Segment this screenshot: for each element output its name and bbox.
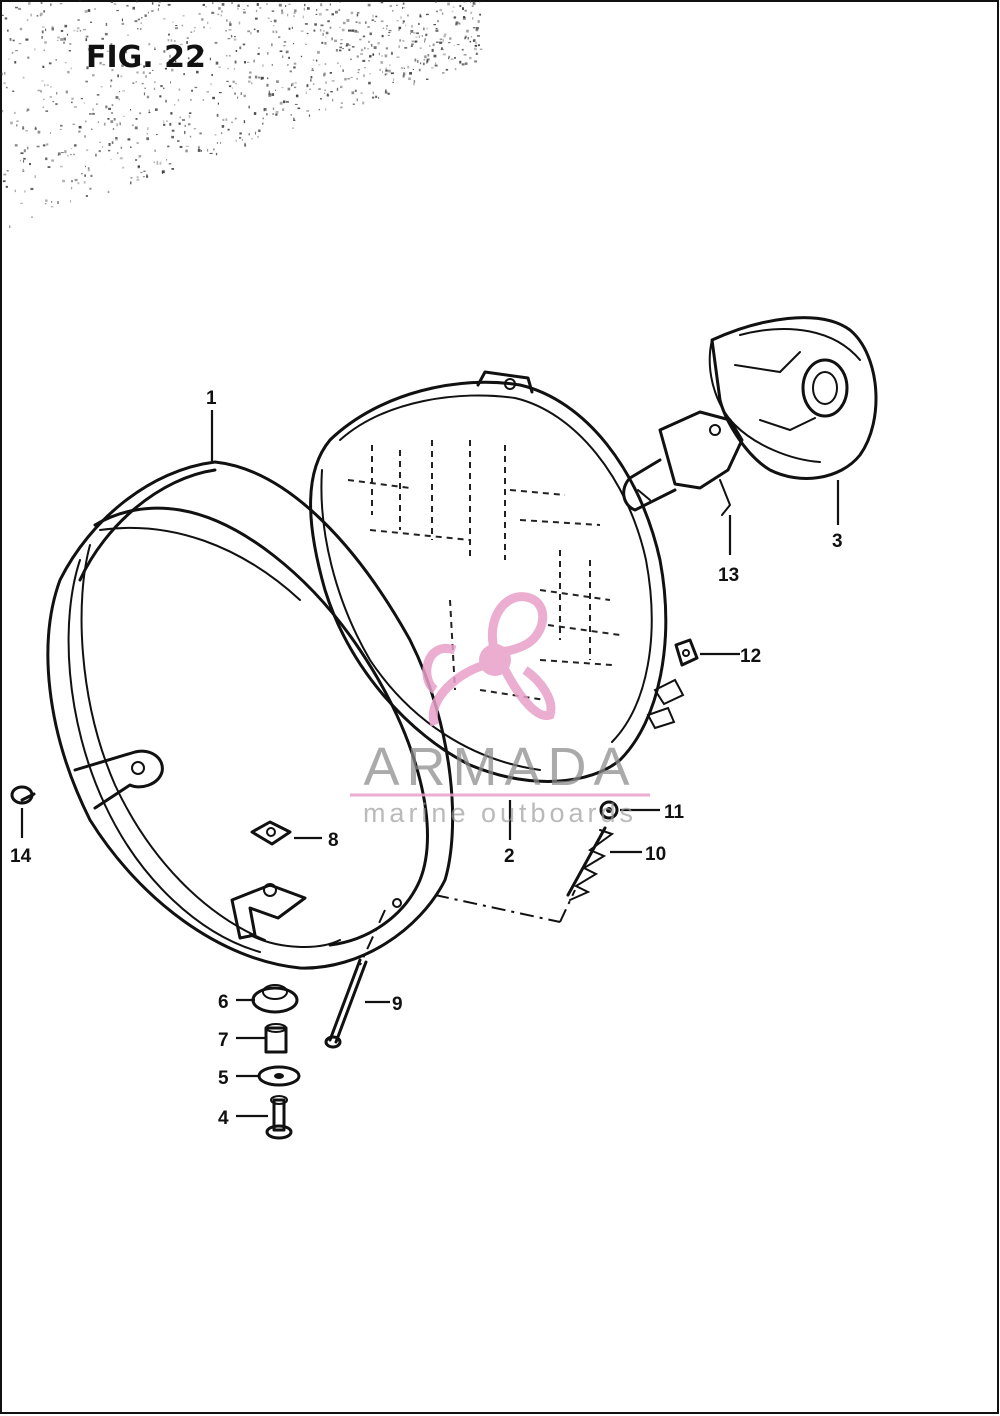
watermark-brand: ARMADA [363,737,636,797]
collar-part-7 [264,1023,288,1054]
callout-7: 7 [218,1030,229,1051]
callout-2: 2 [504,846,515,867]
headlight-lens-part [309,370,685,783]
watermark: ARMADA marine outboards [350,592,650,828]
watermark-tagline: marine outboards [363,798,637,828]
clip-part-12 [674,638,699,667]
callout-4: 4 [218,1108,229,1129]
headlight-bulb-part [622,410,744,516]
screw-part-9 [324,958,368,1049]
callout-3: 3 [832,531,843,552]
grommet-part-6 [251,984,299,1014]
callout-1: 1 [206,388,217,409]
callout-11: 11 [664,802,685,823]
screw-part-14 [10,785,36,805]
callout-8: 8 [328,830,339,851]
callout-9: 9 [392,994,403,1015]
callout-12: 12 [740,646,761,667]
nut-plate-part-8 [250,820,292,846]
washer-part-5 [257,1065,301,1087]
callout-10: 10 [645,844,666,865]
bulb-socket-cover-part [708,316,878,480]
figure-title: FIG. 22 [86,40,206,75]
leader-lines [20,410,840,1118]
propeller-logo-icon [422,592,556,727]
callout-13: 13 [718,565,739,586]
callout-5: 5 [218,1068,229,1089]
headlight-rim-part [46,460,455,970]
callout-labels: 1 2 3 4 5 6 7 8 9 10 11 12 13 14 [10,388,843,1129]
nut-part-11 [599,800,619,820]
callout-6: 6 [218,992,229,1013]
bolt-part-4 [265,1095,293,1140]
spring-part-10 [566,826,615,901]
scan-noise [0,0,483,228]
callout-14: 14 [10,846,32,867]
